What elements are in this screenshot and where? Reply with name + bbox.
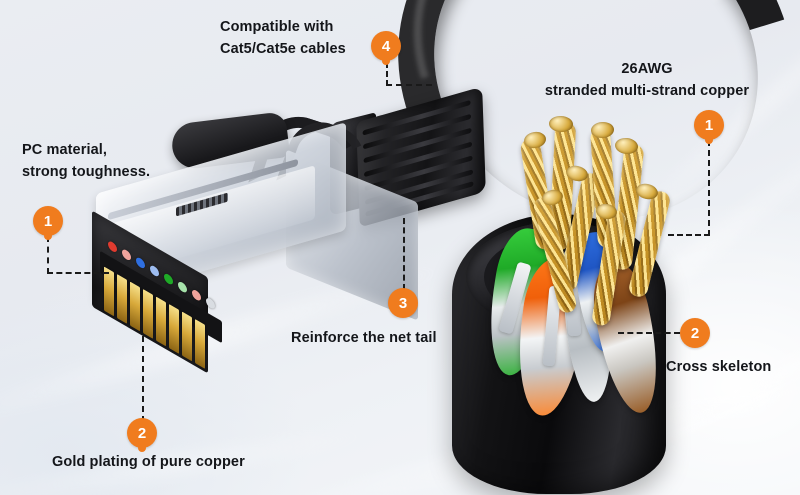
leader-line-awg-copper: [668, 234, 710, 236]
leader-line-cross-skeleton: [618, 332, 680, 334]
leader-line-gold-plating: [142, 336, 144, 422]
callout-line: Cross skeleton: [666, 359, 772, 375]
callout-badge-gold-plating[interactable]: 2: [127, 418, 157, 448]
callout-line: Cat5/Cat5e cables: [220, 41, 346, 57]
callout-badge-pc-material[interactable]: 1: [33, 206, 63, 236]
leader-line-pc-material: [47, 272, 109, 274]
callout-badge-awg-copper[interactable]: 1: [694, 110, 724, 140]
leader-line-compatible: [386, 84, 432, 86]
callout-label-gold-plating: Gold plating of pure copper: [52, 451, 245, 473]
leader-line-compatible: [386, 62, 388, 86]
callout-badge-net-tail[interactable]: 3: [388, 288, 418, 318]
callout-label-compatible: Compatible with Cat5/Cat5e cables: [220, 16, 346, 60]
leader-line-pc-material: [47, 236, 49, 274]
callout-label-cross-skeleton: Cross skeleton: [666, 356, 771, 378]
callout-badge-cross-skeleton[interactable]: 2: [680, 318, 710, 348]
callout-badge-compatible[interactable]: 4: [371, 31, 401, 61]
callout-line: PC material,: [22, 142, 108, 158]
callout-label-net-tail: Reinforce the net tail: [291, 327, 437, 349]
callout-line: Compatible with: [220, 19, 334, 35]
callout-line: 26AWG: [621, 61, 673, 77]
callout-line: Gold plating of pure copper: [52, 454, 245, 470]
callout-label-pc-material: PC material, strong toughness.: [22, 139, 150, 183]
callout-label-awg-copper: 26AWG stranded multi-strand copper: [522, 58, 772, 102]
leader-line-awg-copper: [708, 140, 710, 236]
leader-line-net-tail: [403, 218, 405, 290]
callout-line: strong toughness.: [22, 164, 151, 180]
callout-line: Reinforce the net tail: [291, 330, 437, 346]
callout-line: stranded multi-strand copper: [544, 83, 750, 99]
